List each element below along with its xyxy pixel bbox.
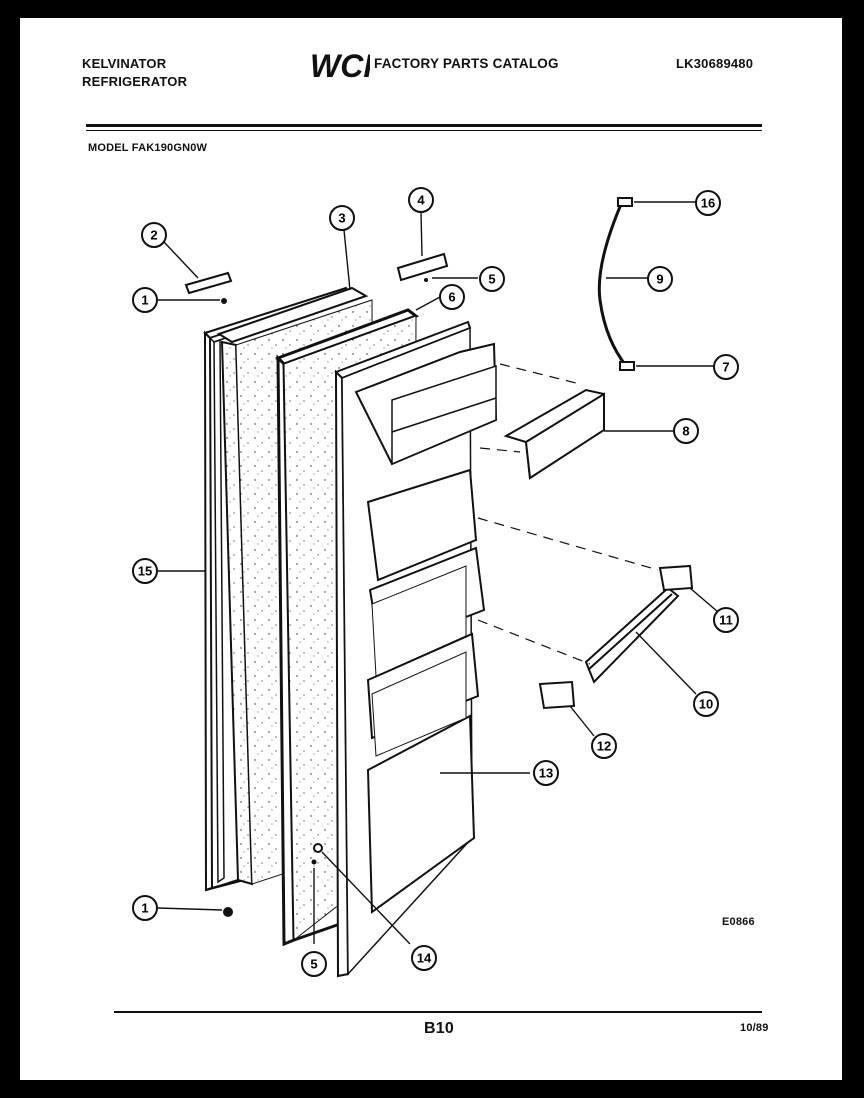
revision-date: 10/89 <box>740 1022 769 1034</box>
plug-top <box>424 278 428 282</box>
callout-number: 1 <box>141 901 148 916</box>
callout-bubble <box>695 190 721 216</box>
figure-code: E0866 <box>722 916 755 928</box>
wci-logo: WCI <box>310 48 370 82</box>
callout-number: 7 <box>722 360 729 375</box>
callout-bubble <box>479 266 505 292</box>
screw-bottom <box>223 907 233 917</box>
inner-door-liner <box>334 320 498 978</box>
catalog-number: LK30689480 <box>676 56 754 71</box>
callout-number: 8 <box>682 424 689 439</box>
shelf-clip-right <box>658 564 694 592</box>
screw-top <box>221 298 227 304</box>
callout-bubble <box>411 945 437 971</box>
leader-lines <box>157 201 719 945</box>
callout-number: 12 <box>597 739 611 754</box>
callout-bubble <box>713 607 739 633</box>
brand-name: KELVINATOR <box>82 56 167 71</box>
callout-number: 2 <box>150 228 157 243</box>
callout-bubble <box>132 895 158 921</box>
callout-bubble <box>329 205 355 231</box>
callout-number: 10 <box>699 697 713 712</box>
wire-connector-bottom <box>619 361 635 371</box>
callout-bubble <box>673 418 699 444</box>
header-rule-top <box>86 124 762 127</box>
catalog-title: FACTORY PARTS CATALOG <box>374 56 559 71</box>
callout-bubble <box>141 222 167 248</box>
callout-bubble <box>533 760 559 786</box>
callout-bubble <box>693 691 719 717</box>
callout-number: 16 <box>701 196 715 211</box>
callout-number: 9 <box>656 272 663 287</box>
plug-bottom <box>311 859 317 865</box>
callout-number: 13 <box>539 766 553 781</box>
callout-number: 3 <box>338 211 345 226</box>
callout-bubble <box>713 354 739 380</box>
callout-bubble <box>132 287 158 313</box>
door-shelf-bin <box>503 388 605 480</box>
door-trim-top <box>396 252 449 282</box>
header-rule-bottom <box>86 130 762 131</box>
callout-bubble <box>647 266 673 292</box>
callout-number: 1 <box>141 293 148 308</box>
callout-bubble <box>591 733 617 759</box>
callout-number: 4 <box>417 193 425 208</box>
callout-number: 5 <box>488 272 495 287</box>
alignment-lines <box>477 363 659 665</box>
shelf-bar <box>584 586 680 684</box>
page-number: B10 <box>424 1020 454 1037</box>
product-type: REFRIGERATOR <box>82 74 188 89</box>
footer-rule <box>114 1011 762 1013</box>
callout-bubble <box>408 187 434 213</box>
hinge-cap <box>313 843 323 853</box>
wire-connector-top <box>617 197 633 207</box>
shelf-clip-left <box>538 680 576 710</box>
callout-bubble <box>439 284 465 310</box>
callout-number: 6 <box>448 290 455 305</box>
model-number: MODEL FAK190GN0W <box>88 142 208 154</box>
callout-number: 15 <box>138 564 152 579</box>
callout-bubble <box>132 558 158 584</box>
callout-number: 5 <box>310 957 317 972</box>
callout-bubble <box>301 951 327 977</box>
door-wire <box>597 201 628 367</box>
wci-logo-text: WCI <box>310 48 370 82</box>
door-trim-left <box>184 271 233 295</box>
callout-number: 11 <box>719 613 733 628</box>
callout-number: 14 <box>417 951 432 966</box>
